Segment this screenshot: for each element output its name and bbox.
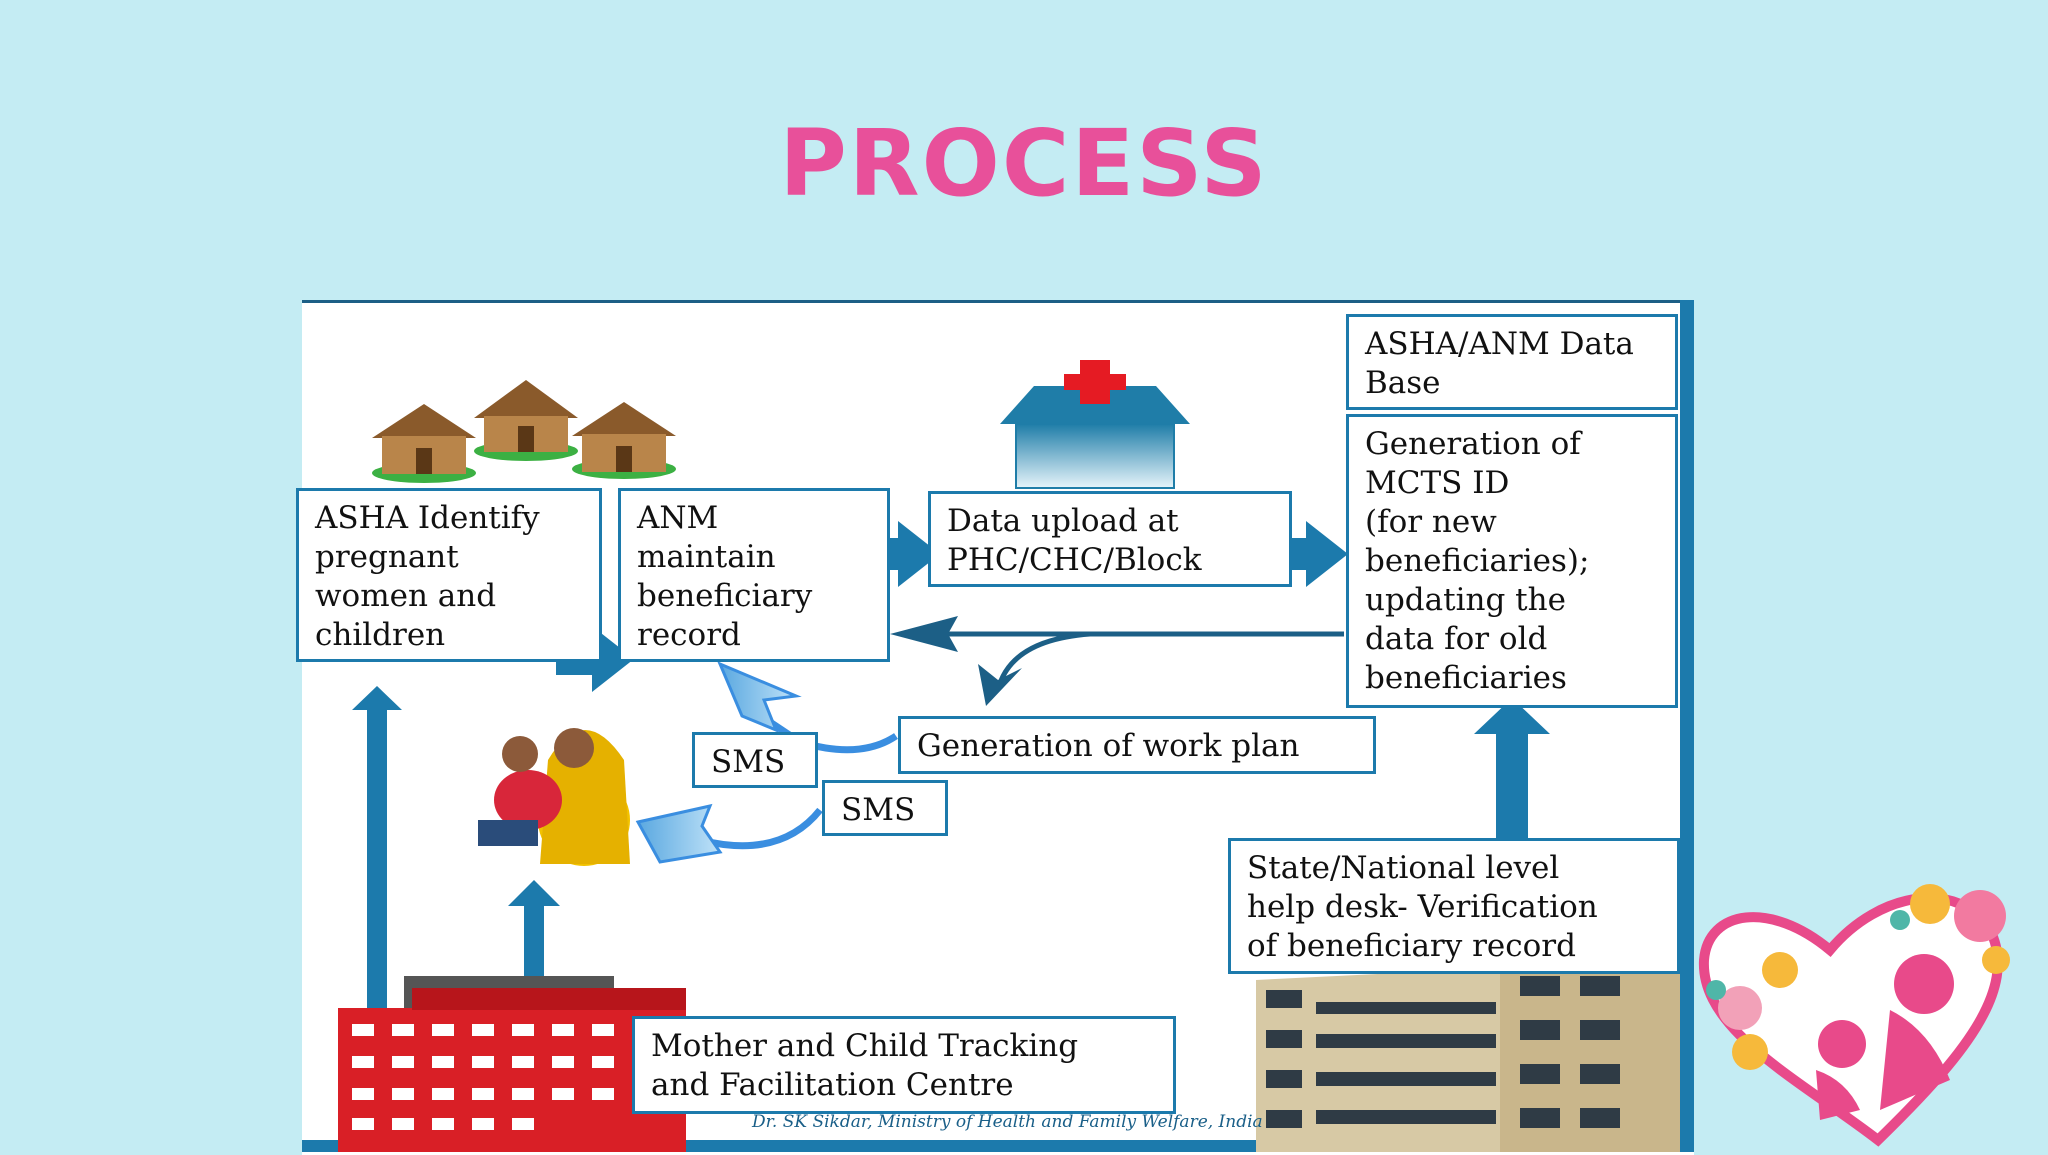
anm-maintain-record-box: ANM maintain beneficiary record (618, 488, 890, 662)
asha-identify-box: ASHA Identify pregnant women and childre… (296, 488, 602, 662)
helpdesk-building-icon (1256, 960, 1680, 1152)
arrow-up-mother (508, 880, 560, 990)
arrow-up-left (352, 686, 402, 1010)
mctfc-building-icon (338, 976, 686, 1152)
arrow-up-helpdesk (1474, 698, 1550, 842)
asha-anm-database-box: ASHA/ANM Data Base (1346, 314, 1678, 410)
data-upload-box: Data upload at PHC/CHC/Block (928, 491, 1292, 587)
heart-mother-child-logo (1698, 884, 2010, 1147)
arrow-anm-to-upload (862, 521, 940, 587)
helpdesk-box: State/National level help desk- Verifica… (1228, 838, 1680, 974)
sms-box-1: SMS (692, 732, 818, 788)
huts-icon (372, 380, 676, 483)
sms-arrows (635, 661, 898, 864)
slide-title: PROCESS (779, 110, 1269, 217)
mctfc-box: Mother and Child Tracking and Facilitati… (632, 1016, 1176, 1114)
panel-right-border (1680, 300, 1694, 1152)
health-centre-icon (1000, 360, 1190, 489)
arrow-upload-to-mcts (1270, 521, 1348, 587)
mother-child-icon (466, 712, 630, 866)
feedback-arrows (890, 616, 1344, 706)
sms-box-2: SMS (822, 780, 948, 836)
diagram-credit: Dr. SK Sikdar, Ministry of Health and Fa… (752, 1112, 1263, 1132)
mcts-id-generation-box: Generation of MCTS ID (for new beneficia… (1346, 414, 1678, 708)
work-plan-box: Generation of work plan (898, 716, 1376, 774)
